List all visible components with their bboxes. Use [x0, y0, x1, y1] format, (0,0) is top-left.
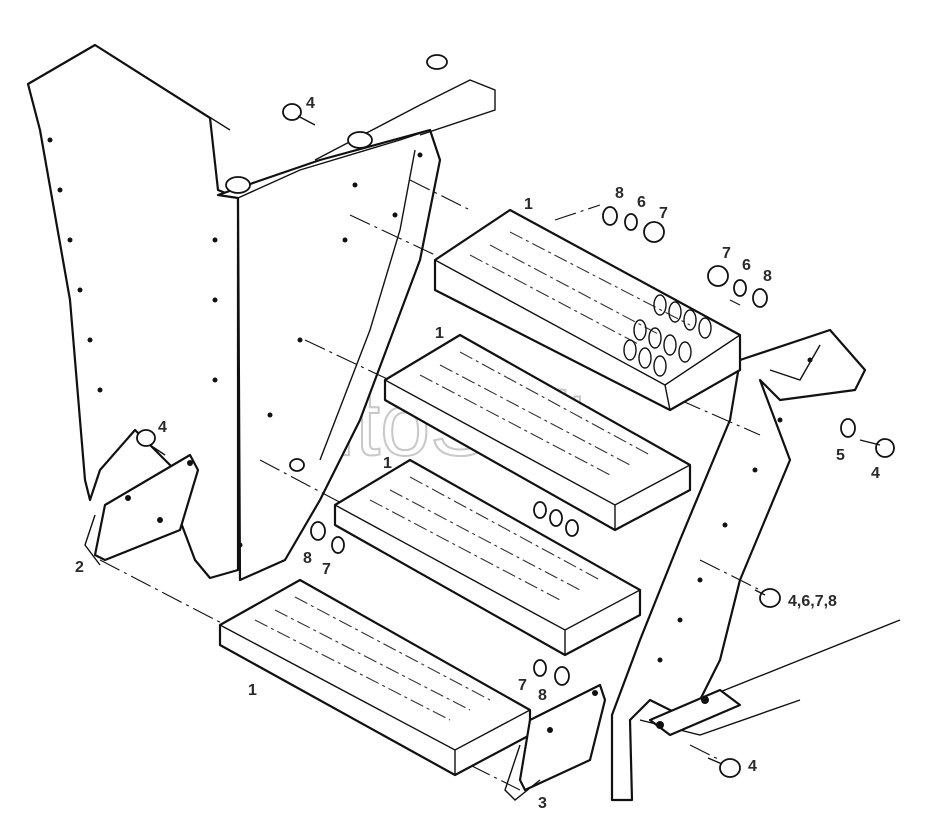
label-hw-top-left-6: 6 [637, 194, 646, 211]
label-hw-top-right-7: 7 [722, 245, 731, 262]
label-right-bracket: 3 [538, 795, 547, 812]
label-hw-mid-left-8: 8 [303, 550, 312, 567]
left-cab-panel [26, 43, 240, 580]
label-right-washer: 5 [836, 447, 845, 464]
left-bolt [136, 429, 166, 456]
step-tread-top [433, 208, 742, 412]
right-bracket [504, 683, 607, 801]
label-hw-top-right-8: 8 [763, 268, 772, 285]
right-frame-column [610, 328, 901, 802]
right-bolt-middle [754, 588, 781, 608]
label-hw-low-8: 8 [538, 687, 547, 704]
label-hw-top-right-6: 6 [742, 257, 751, 274]
label-right-bolt-lower: 4 [748, 758, 757, 775]
hardware-set-middle-left [310, 521, 345, 554]
label-right-bolt-kit: 4,6,7,8 [788, 593, 837, 610]
spring-coils [623, 294, 712, 377]
label-right-bolt-upper: 4 [871, 465, 880, 482]
step-tread-third [333, 458, 642, 657]
label-hw-low-7: 7 [518, 677, 527, 694]
label-top-step: 1 [524, 196, 533, 213]
label-hw-top-left-8: 8 [615, 185, 624, 202]
top-bolt [282, 103, 316, 126]
label-hw-mid-left-7: 7 [322, 561, 331, 578]
label-bottom-step: 1 [248, 682, 257, 699]
hardware-set-top-left [602, 206, 665, 243]
right-bolt-lower [707, 757, 741, 778]
left-bracket [84, 453, 200, 566]
label-left-bolt: 4 [158, 419, 167, 436]
label-hw-top-left-7: 7 [659, 205, 668, 222]
hardware-set-top-right [707, 265, 768, 308]
right-bolt-upper [840, 418, 895, 458]
label-third-step: 1 [383, 455, 392, 472]
assembly-axes [99, 179, 761, 791]
label-second-step: 1 [435, 325, 444, 342]
hardware-set-lower [533, 659, 570, 686]
hardware-set-step-clips [533, 501, 579, 537]
label-top-bolt: 4 [306, 95, 315, 112]
step-tread-second [383, 333, 692, 532]
callout-labels: 1 1 1 1 2 3 4 4 4 5 4,6,7,8 4 8 6 7 7 6 … [75, 95, 880, 812]
label-left-bracket: 2 [75, 559, 84, 576]
